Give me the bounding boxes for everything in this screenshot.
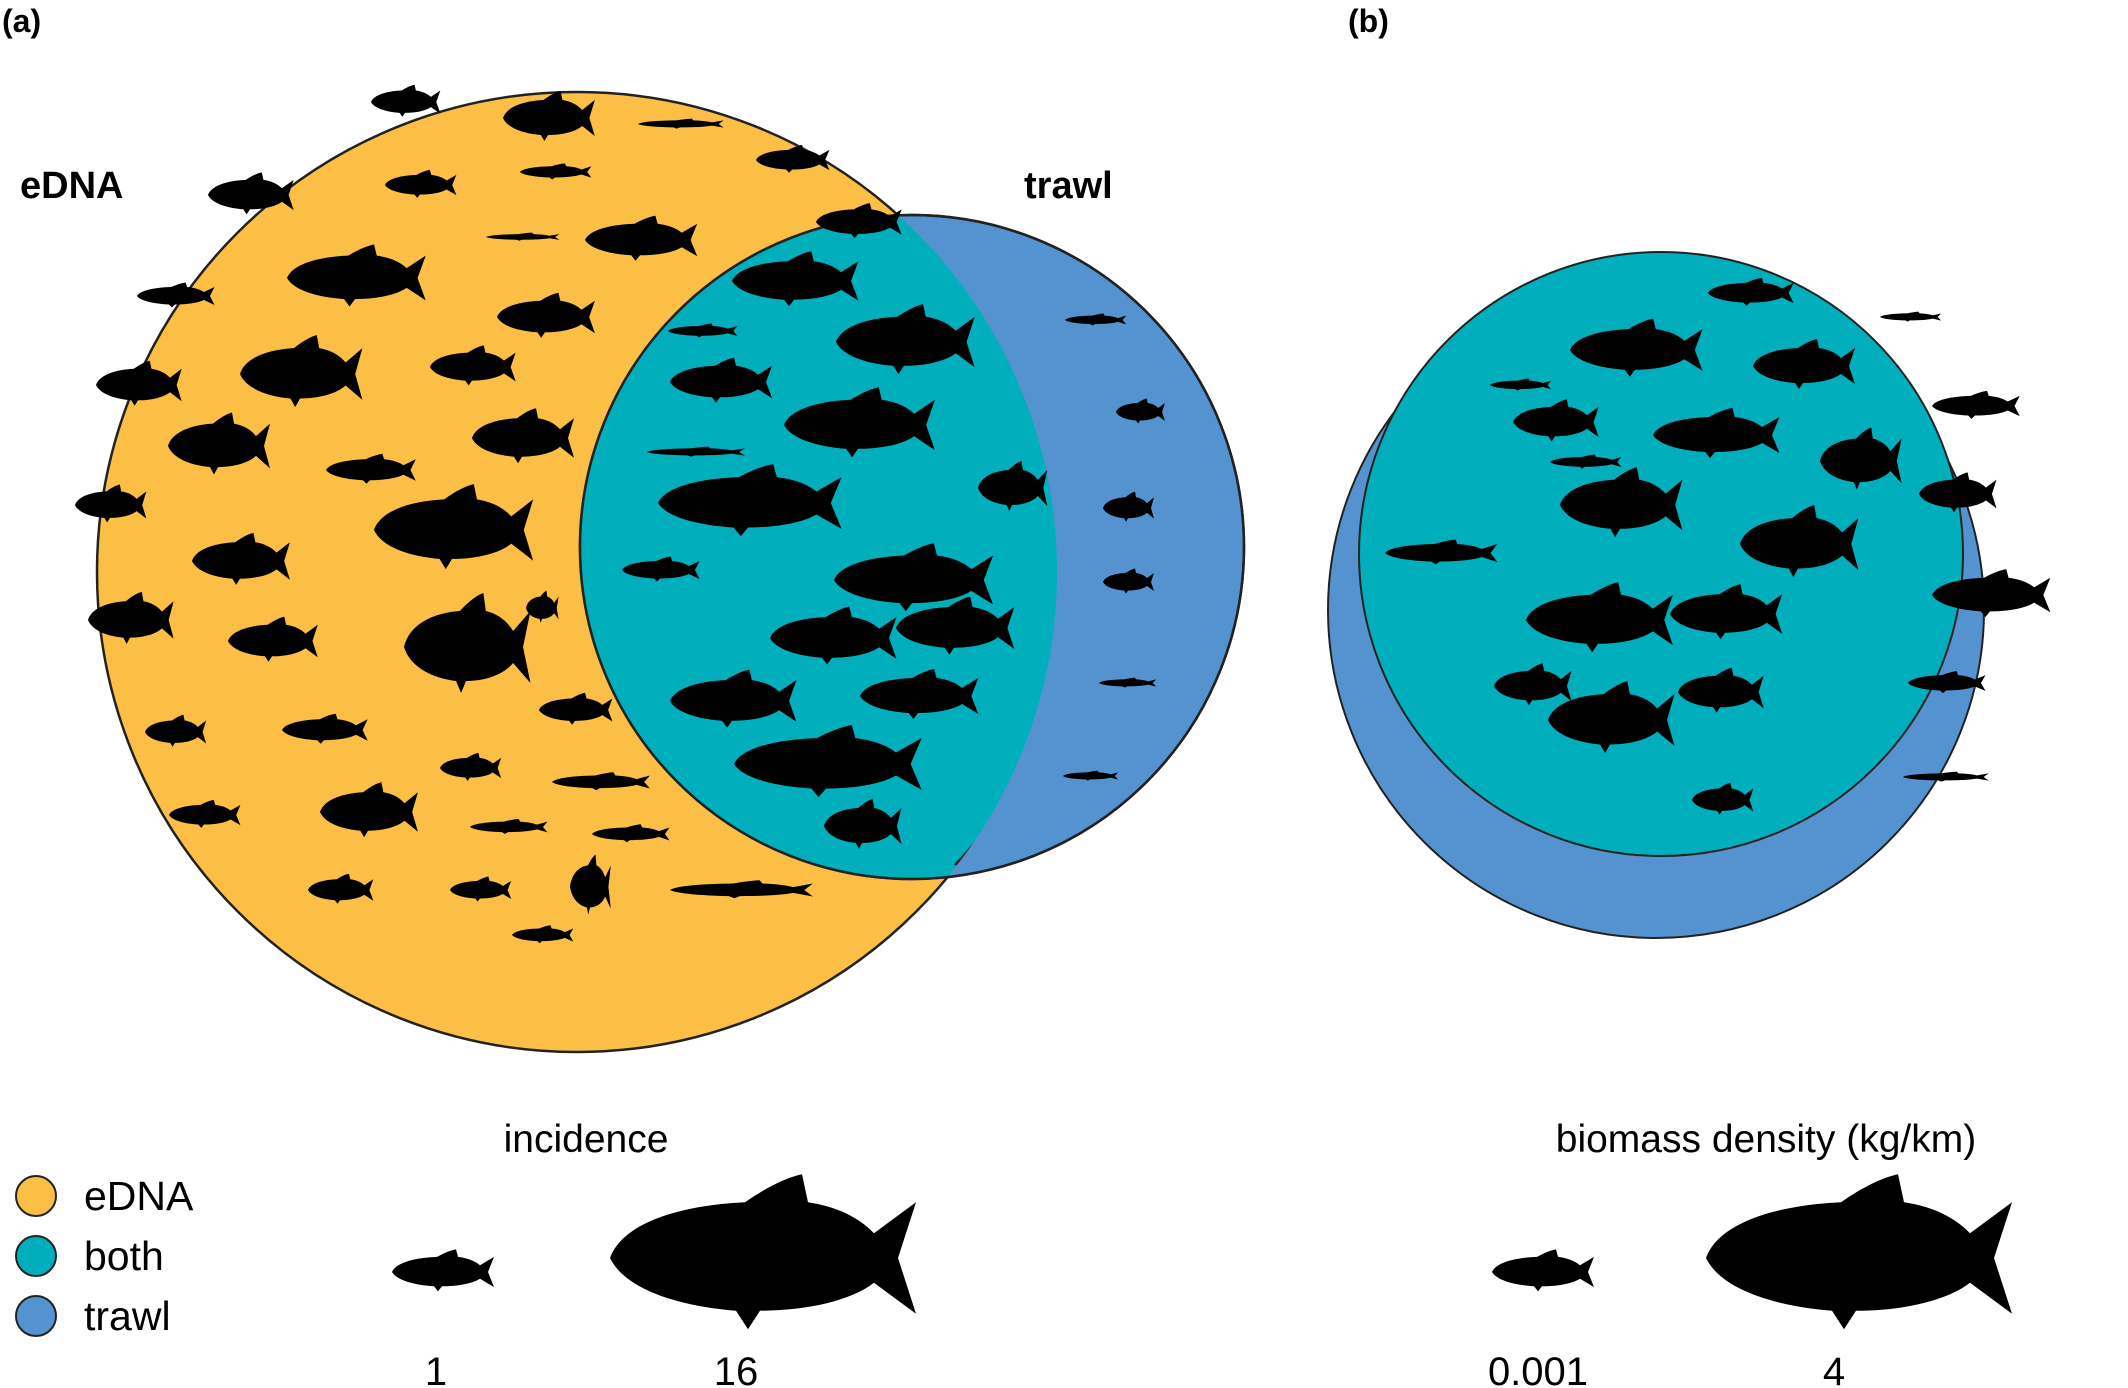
legend-label-both: both — [84, 1233, 164, 1279]
incidence-scale-title: incidence — [504, 1118, 669, 1161]
fish-silhouette-icon-b-17 — [1880, 311, 1942, 322]
fish-silhouette-icon-large-b — [1706, 1174, 2012, 1330]
panel-label-a: (a) — [2, 3, 41, 39]
legend-item-both: both — [15, 1233, 164, 1279]
biomass-scale: biomass density (kg/km) 0.001 4 — [1488, 1118, 2012, 1388]
fish-silhouette-icon-small — [392, 1249, 494, 1292]
legend-swatch-edna — [15, 1175, 57, 1217]
trawl-set-label: trawl — [1024, 165, 1113, 207]
incidence-scale: incidence 1 16 — [392, 1118, 916, 1388]
legend: eDNA both trawl — [15, 1173, 194, 1339]
both-region-b — [1358, 251, 1964, 857]
legend-swatch-trawl — [15, 1295, 57, 1337]
legend-label-trawl: trawl — [84, 1293, 171, 1339]
fish-silhouette-icon-large — [610, 1174, 916, 1330]
venn-panel-b — [1327, 251, 2051, 939]
edna-set-label: eDNA — [20, 165, 123, 207]
fish-silhouette-icon-b-18 — [1932, 390, 2020, 419]
panel-label-b: (b) — [1348, 3, 1389, 39]
fish-silhouette-icon-a-0 — [371, 84, 441, 117]
legend-swatch-both — [15, 1235, 57, 1277]
biomass-scale-title: biomass density (kg/km) — [1556, 1118, 1976, 1161]
incidence-max-label: 16 — [714, 1350, 759, 1388]
legend-item-trawl: trawl — [15, 1293, 171, 1339]
legend-item-edna: eDNA — [15, 1173, 194, 1219]
legend-label-edna: eDNA — [84, 1173, 194, 1219]
biomass-max-label: 4 — [1823, 1350, 1845, 1388]
venn-panel-a: eDNA trawl — [20, 84, 1246, 1054]
biomass-min-label: 0.001 — [1488, 1350, 1588, 1388]
incidence-min-label: 1 — [425, 1350, 447, 1388]
fish-silhouette-icon-small-b — [1492, 1249, 1594, 1292]
